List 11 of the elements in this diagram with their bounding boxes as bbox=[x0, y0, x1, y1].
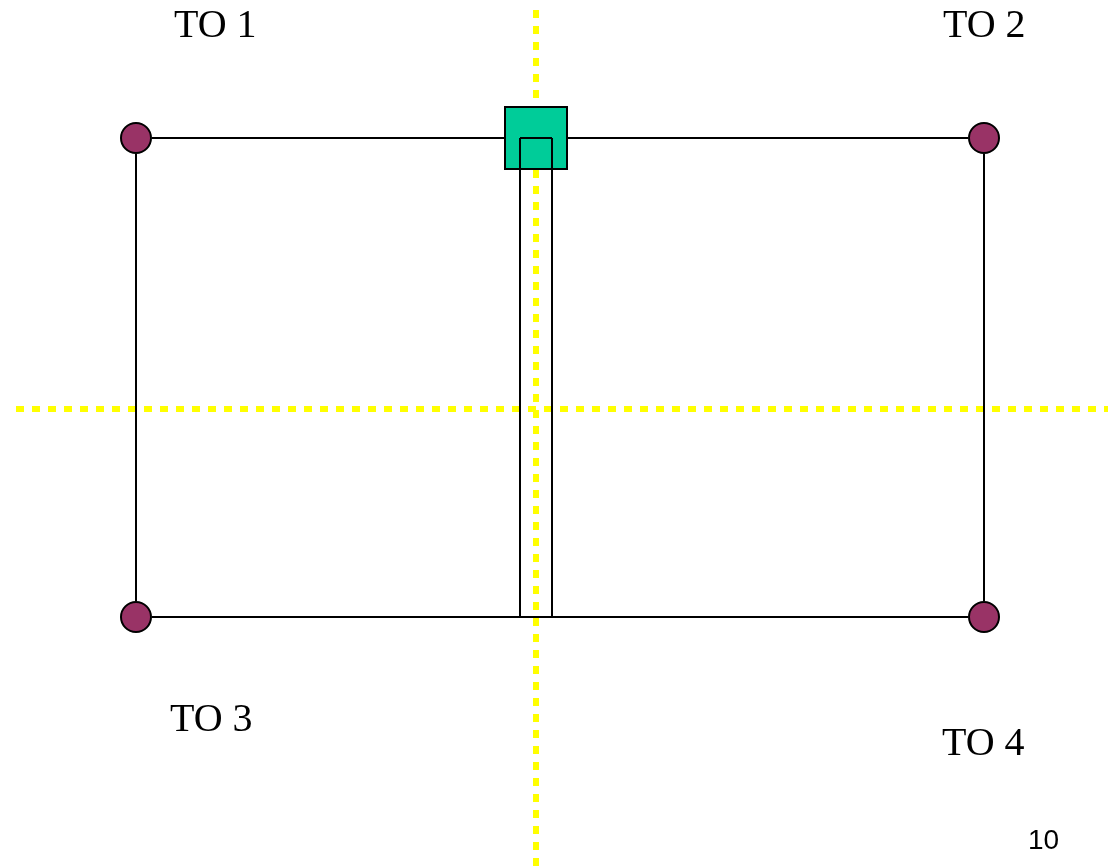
page-number: 10 bbox=[1028, 826, 1060, 854]
connecting-line bbox=[567, 137, 969, 139]
terminal-label: TO 4 bbox=[942, 722, 1025, 762]
terminal-label: TO 1 bbox=[174, 4, 257, 44]
connecting-line bbox=[151, 137, 505, 139]
junction-box bbox=[504, 106, 568, 170]
connecting-line bbox=[135, 153, 137, 602]
terminal-label: TO 3 bbox=[170, 698, 253, 738]
connecting-line bbox=[983, 153, 985, 602]
connecting-line bbox=[151, 616, 969, 618]
terminal-label: TO 2 bbox=[943, 4, 1026, 44]
